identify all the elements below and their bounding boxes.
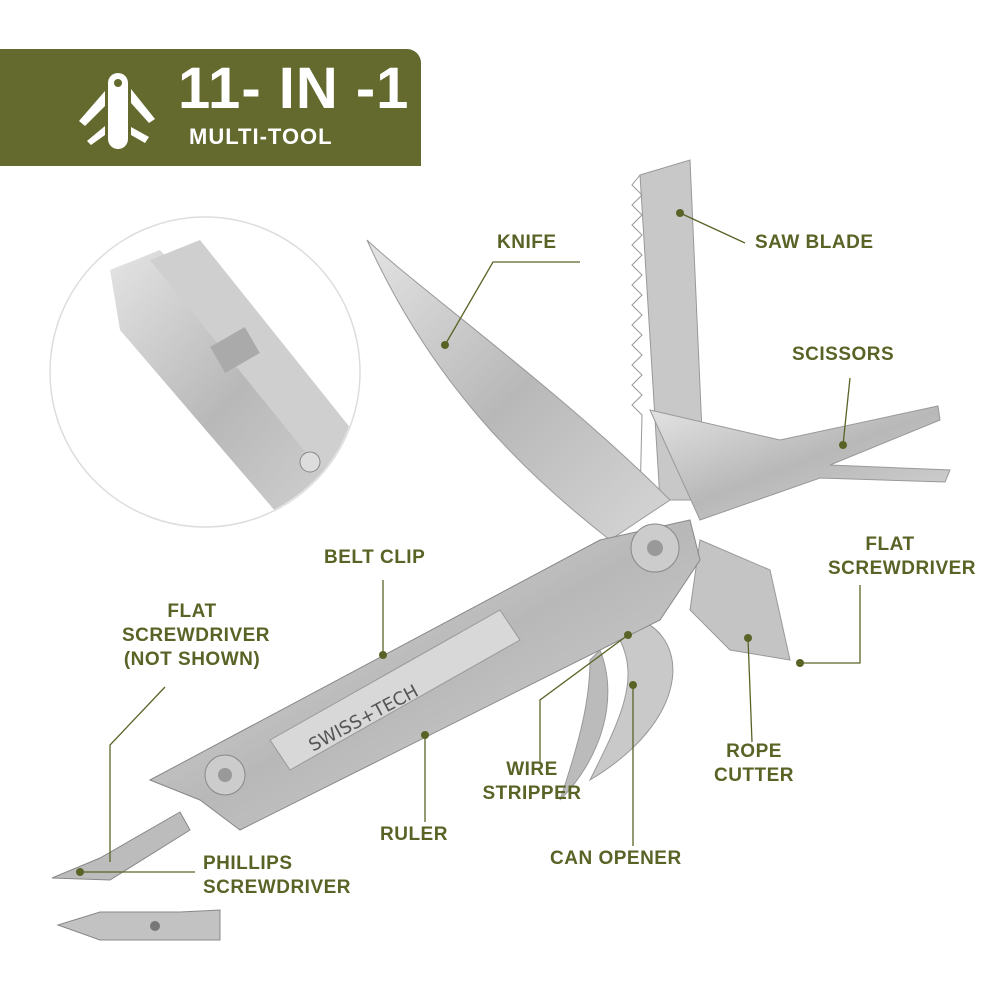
label-flat-screwdriver-not-shown: FLAT SCREWDRIVER (NOT SHOWN) bbox=[122, 600, 271, 672]
label-ruler: RULER bbox=[380, 824, 448, 845]
detail-inset bbox=[49, 216, 361, 528]
label-line: PHILLIPS bbox=[203, 853, 293, 874]
label-flat-screwdriver: FLAT SCREWDRIVER bbox=[828, 533, 977, 581]
lower-tools bbox=[559, 539, 791, 801]
label-knife: KNIFE bbox=[497, 232, 557, 253]
label-line: STRIPPER bbox=[482, 783, 582, 804]
label-line: (NOT SHOWN) bbox=[123, 649, 261, 670]
label-line: FLAT bbox=[865, 534, 915, 555]
label-saw-blade: SAW BLADE bbox=[755, 232, 874, 253]
leader-lines bbox=[80, 212, 861, 873]
scissors bbox=[649, 405, 951, 521]
label-belt-clip: BELT CLIP bbox=[324, 547, 426, 568]
label-scissors: SCISSORS bbox=[792, 344, 895, 365]
label-line: ROPE bbox=[726, 741, 782, 762]
spare-bit bbox=[56, 909, 221, 941]
label-line: CUTTER bbox=[713, 765, 795, 786]
label-phillips-screwdriver: PHILLIPS SCREWDRIVER bbox=[203, 852, 351, 900]
leader-dots bbox=[76, 209, 847, 876]
label-line: SCREWDRIVER bbox=[122, 625, 271, 646]
phillips-bit bbox=[51, 811, 191, 881]
banner-subtitle: MULTI-TOOL bbox=[189, 124, 333, 149]
knife bbox=[366, 239, 671, 541]
handle: SWISS+TECH bbox=[148, 519, 701, 831]
multi-tool-icon bbox=[79, 73, 155, 149]
label-line: FLAT bbox=[167, 601, 217, 622]
label-rope-cutter: ROPE CUTTER bbox=[703, 740, 805, 788]
banner-title: 11- IN -1 bbox=[178, 56, 410, 121]
label-line: SCREWDRIVER bbox=[203, 877, 352, 898]
label-wire-stripper: WIRE STRIPPER bbox=[482, 758, 582, 806]
title-banner: 11- IN -1 MULTI-TOOL bbox=[0, 49, 421, 166]
label-can-opener: CAN OPENER bbox=[550, 848, 682, 869]
label-line: WIRE bbox=[506, 759, 558, 780]
label-line: SCREWDRIVER bbox=[828, 558, 977, 579]
